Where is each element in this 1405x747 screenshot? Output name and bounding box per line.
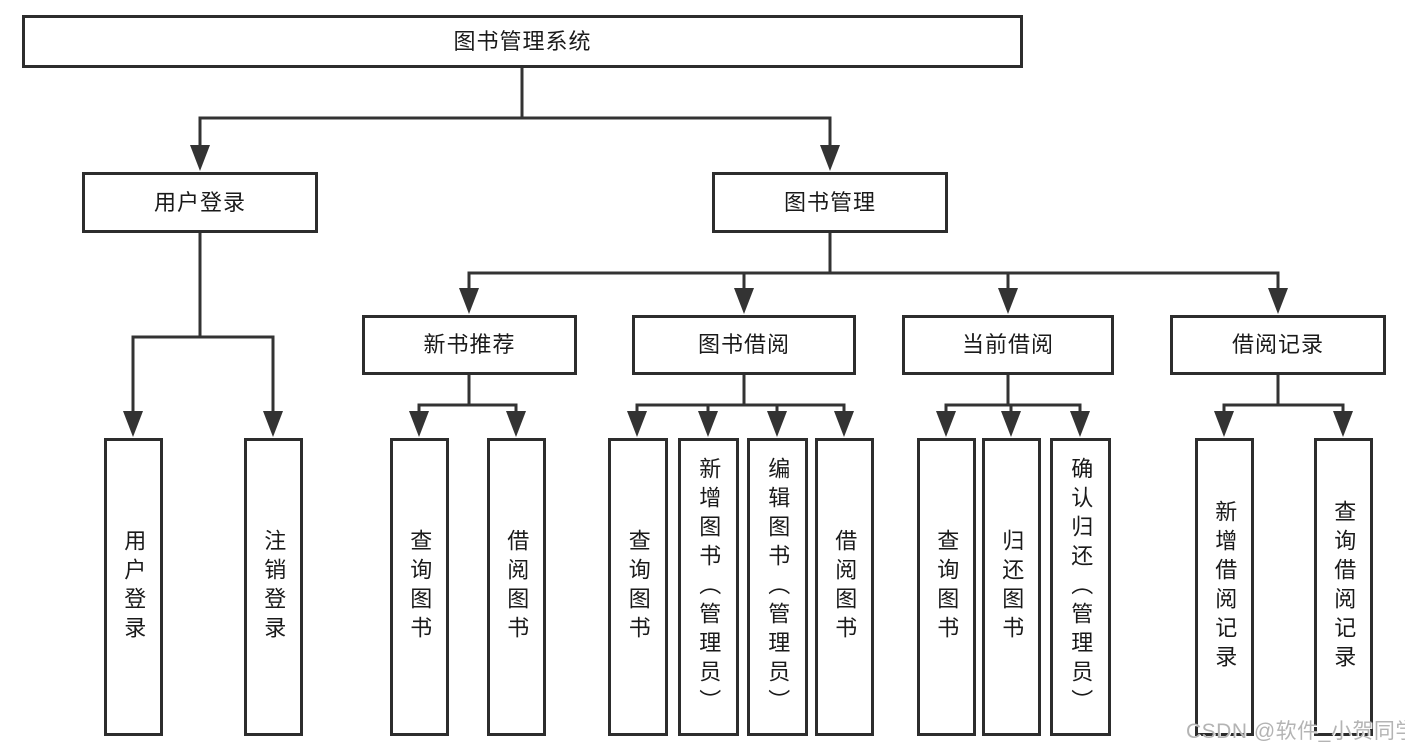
leaf-label: 确认归还（管理员） xyxy=(1068,456,1094,718)
leaf-label: 查询图书 xyxy=(934,529,960,645)
node-book-management-branch: 图书管理 xyxy=(712,172,948,233)
leaf-label: 归还图书 xyxy=(999,529,1025,645)
leaf-label: 用户登录 xyxy=(121,529,147,645)
leaf-add-borrow-record: 新增借阅记录 xyxy=(1195,438,1254,736)
leaf-label: 注销登录 xyxy=(261,529,287,645)
leaf-label: 查询图书 xyxy=(407,529,433,645)
leaf-query-books: 查询图书 xyxy=(390,438,449,736)
leaf-return-book: 归还图书 xyxy=(982,438,1041,736)
leaf-query-borrow-record: 查询借阅记录 xyxy=(1314,438,1373,736)
node-user-login-branch: 用户登录 xyxy=(82,172,318,233)
node-borrow-records: 借阅记录 xyxy=(1170,315,1386,375)
leaf-label: 查询图书 xyxy=(625,529,651,645)
leaf-query-books: 查询图书 xyxy=(608,438,668,736)
leaf-confirm-return-admin: 确认归还（管理员） xyxy=(1050,438,1111,736)
leaf-borrow-books: 借阅图书 xyxy=(487,438,546,736)
leaf-label: 编辑图书（管理员） xyxy=(765,456,791,718)
leaf-logout: 注销登录 xyxy=(244,438,303,736)
leaf-label: 借阅图书 xyxy=(504,529,530,645)
leaf-add-book-admin: 新增图书（管理员） xyxy=(678,438,739,736)
leaf-edit-book-admin: 编辑图书（管理员） xyxy=(747,438,808,736)
leaf-borrow-books: 借阅图书 xyxy=(815,438,874,736)
leaf-query-books: 查询图书 xyxy=(917,438,976,736)
node-new-book-recommend: 新书推荐 xyxy=(362,315,577,375)
csdn-watermark: CSDN @软件_小贺同学 xyxy=(1186,720,1405,743)
leaf-label: 查询借阅记录 xyxy=(1331,500,1357,674)
node-current-borrowing: 当前借阅 xyxy=(902,315,1114,375)
leaf-label: 新增借阅记录 xyxy=(1212,500,1238,674)
leaf-label: 新增图书（管理员） xyxy=(696,456,722,718)
node-library-system-root: 图书管理系统 xyxy=(22,15,1023,68)
leaf-user-login: 用户登录 xyxy=(104,438,163,736)
leaf-label: 借阅图书 xyxy=(832,529,858,645)
node-book-borrowing: 图书借阅 xyxy=(632,315,856,375)
